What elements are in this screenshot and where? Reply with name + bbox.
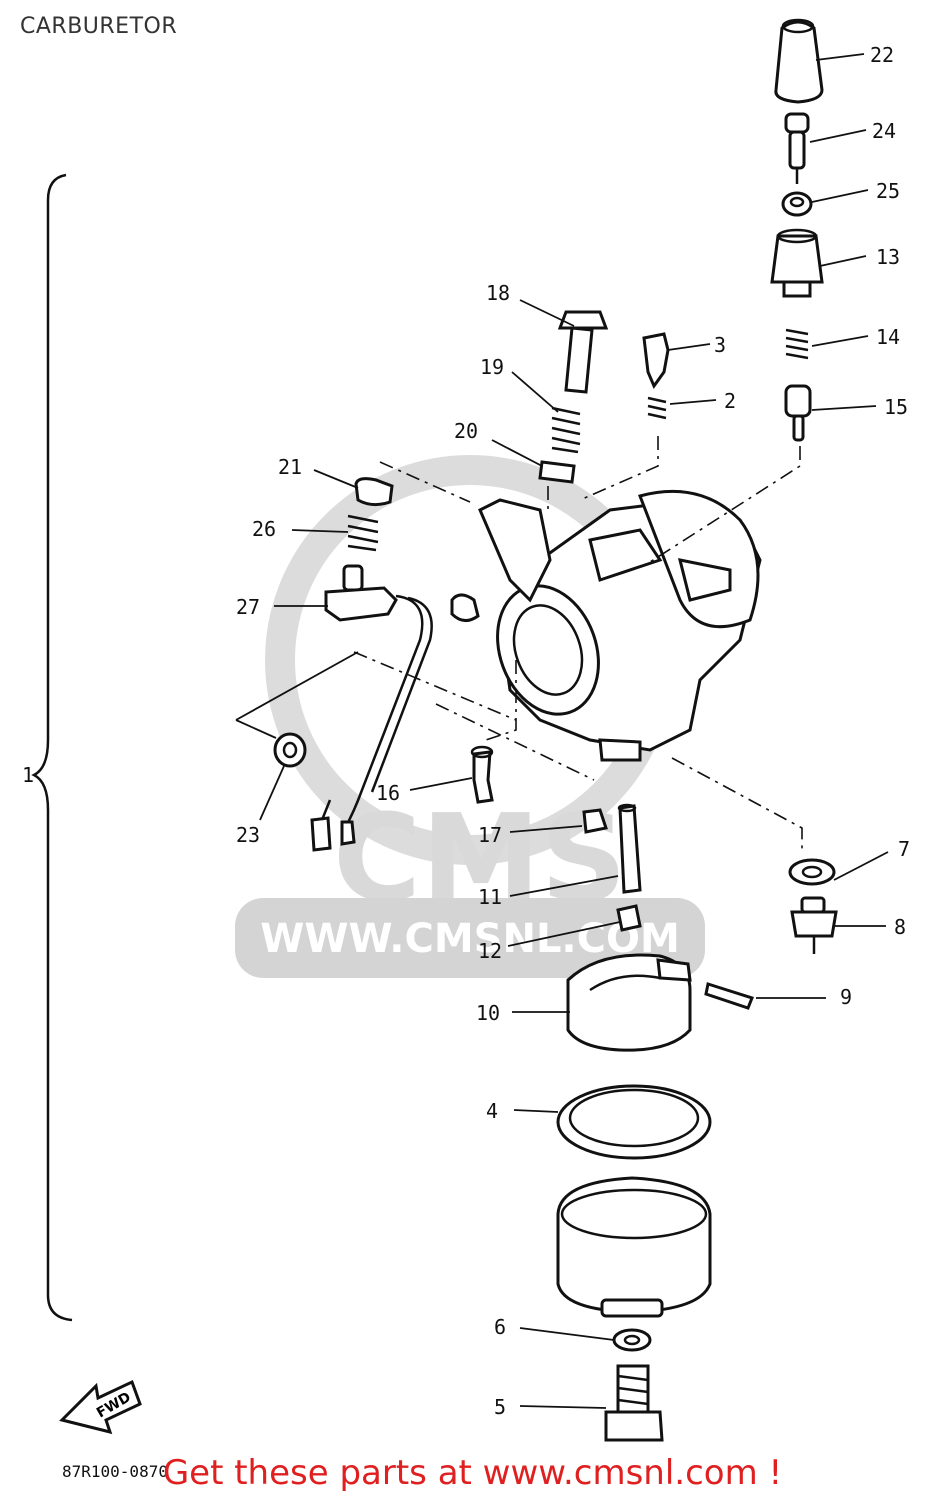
part-9-pin xyxy=(704,982,754,1010)
part-5-drain-screw xyxy=(604,1364,664,1442)
callout-24: 24 xyxy=(872,119,896,143)
fwd-arrow: FWD xyxy=(59,1379,142,1435)
part-17-screw xyxy=(582,808,608,834)
callout-27: 27 xyxy=(236,595,260,619)
leader-lines xyxy=(259,53,889,1409)
part-27-starter xyxy=(310,564,433,852)
part-18-screw xyxy=(557,310,609,394)
part-12-jet xyxy=(616,904,642,932)
callout-7: 7 xyxy=(898,837,910,861)
callout-6: 6 xyxy=(494,1315,506,1339)
part-21-cap xyxy=(354,477,394,507)
callout-8: 8 xyxy=(894,915,906,939)
callout-5: 5 xyxy=(494,1395,506,1419)
callout-11: 11 xyxy=(478,885,502,909)
diagram-code: 87R100-0870 xyxy=(62,1462,168,1481)
callout-15: 15 xyxy=(884,395,908,419)
callout-26: 26 xyxy=(252,517,276,541)
part-11-tube xyxy=(617,803,642,894)
part-10-float xyxy=(566,953,692,1052)
part-8-valve xyxy=(790,896,838,954)
callout-9: 9 xyxy=(840,985,852,1009)
float-bowl xyxy=(556,1176,712,1318)
callout-22: 22 xyxy=(870,43,894,67)
callout-23: 23 xyxy=(236,823,260,847)
callout-19: 19 xyxy=(480,355,504,379)
carburetor-body xyxy=(450,489,762,762)
callout-16: 16 xyxy=(376,781,400,805)
part-16-jet xyxy=(470,745,494,804)
callout-1: 1 xyxy=(22,763,34,787)
part-19-spring xyxy=(551,406,581,454)
part-25-clip xyxy=(781,191,813,217)
assembly-bracket xyxy=(31,173,73,1322)
part-3-screw xyxy=(642,332,670,390)
part-14-spring xyxy=(785,328,809,360)
part-23-washer xyxy=(273,732,307,768)
part-4-gasket xyxy=(556,1084,712,1160)
part-20-washer xyxy=(538,460,576,484)
callout-4: 4 xyxy=(486,1099,498,1123)
part-6-washer xyxy=(612,1328,652,1352)
callout-21: 21 xyxy=(278,455,302,479)
callout-14: 14 xyxy=(876,325,900,349)
part-13-nut xyxy=(770,228,824,298)
callout-12: 12 xyxy=(478,939,502,963)
callout-2: 2 xyxy=(724,389,736,413)
part-22-cap xyxy=(774,18,824,104)
part-2-spring xyxy=(647,396,667,420)
page-title: CARBURETOR xyxy=(20,14,178,39)
part-15-pin xyxy=(784,384,812,442)
promo-link[interactable]: Get these parts at www.cmsnl.com ! xyxy=(162,1453,783,1493)
callout-25: 25 xyxy=(876,179,900,203)
callout-18: 18 xyxy=(486,281,510,305)
part-24-needle xyxy=(784,112,810,184)
part-7-washer xyxy=(788,858,836,886)
callout-10: 10 xyxy=(476,1001,500,1025)
callout-17: 17 xyxy=(478,823,502,847)
part-26-spring xyxy=(347,514,379,552)
callout-13: 13 xyxy=(876,245,900,269)
callout-20: 20 xyxy=(454,419,478,443)
callout-labels: 22 24 25 13 14 15 3 2 18 19 20 21 26 27 … xyxy=(22,43,910,1419)
callout-3: 3 xyxy=(714,333,726,357)
